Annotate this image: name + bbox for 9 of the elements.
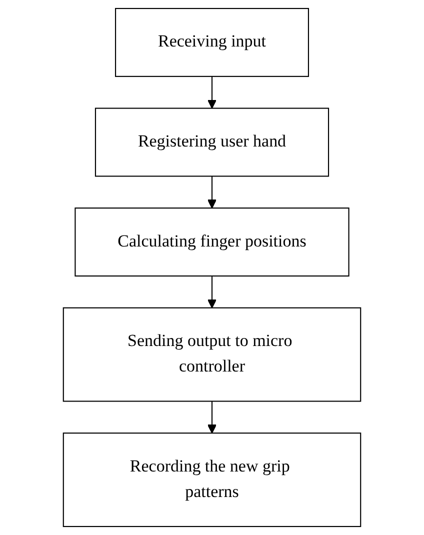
node-box: Registering user hand <box>94 108 330 177</box>
arrow <box>207 401 217 434</box>
node-box: Calculating finger positions <box>74 208 350 277</box>
node-box: Receiving input <box>115 8 309 77</box>
node-box: Sending output to micro controller <box>62 307 362 402</box>
arrow <box>207 76 217 109</box>
node-box: Recording the new grip patterns <box>62 432 362 528</box>
arrow <box>207 276 217 308</box>
arrow <box>207 176 217 208</box>
